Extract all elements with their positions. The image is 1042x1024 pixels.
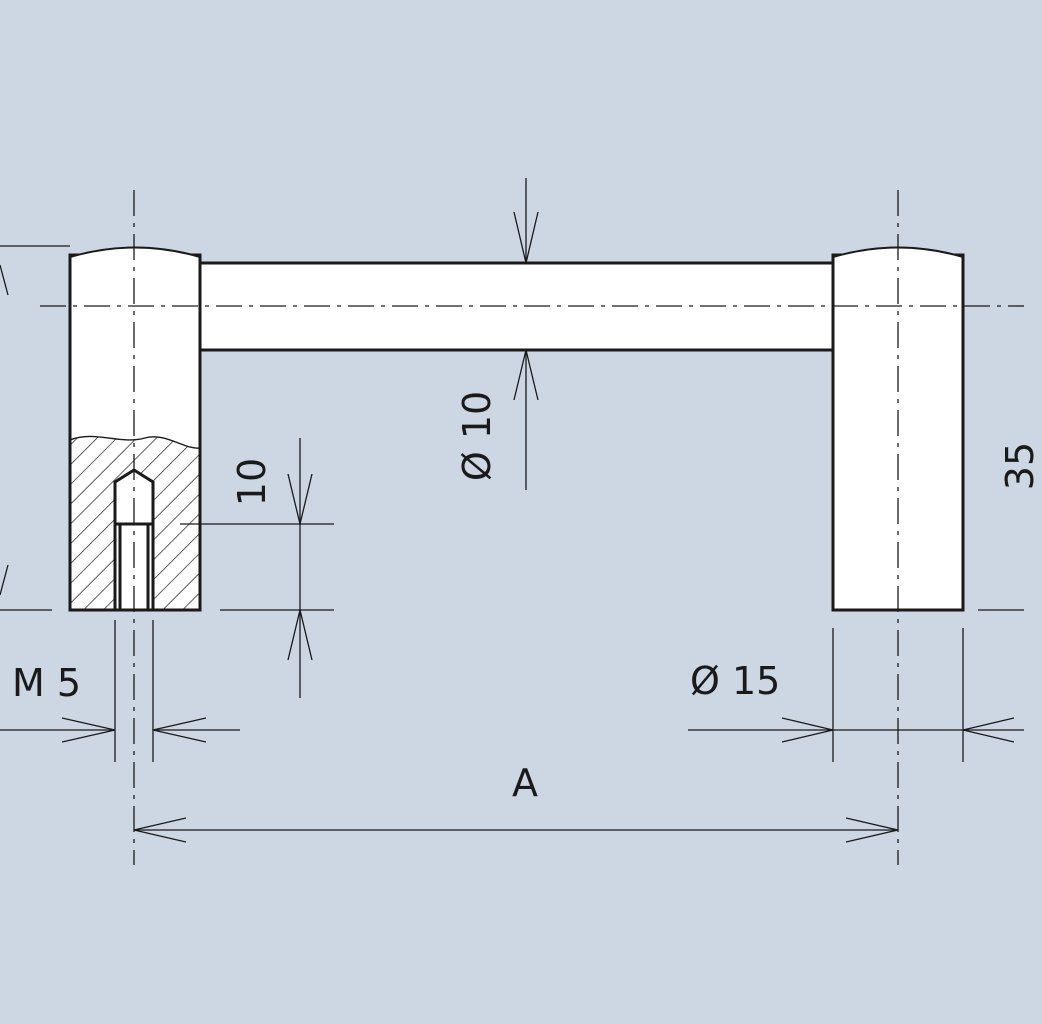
- thread-label: M 5: [12, 661, 82, 705]
- threaded-hole: [113, 468, 155, 612]
- left-post: [68, 246, 202, 612]
- center-distance-label: A: [512, 761, 538, 805]
- center-lines: [40, 190, 1024, 865]
- post-diameter-label: Ø 15: [690, 659, 781, 703]
- height-label: 35: [998, 441, 1042, 491]
- bar-diameter-label: Ø 10: [455, 390, 499, 482]
- thread-depth-label: 10: [230, 457, 274, 507]
- dimension-lines: [0, 178, 1024, 843]
